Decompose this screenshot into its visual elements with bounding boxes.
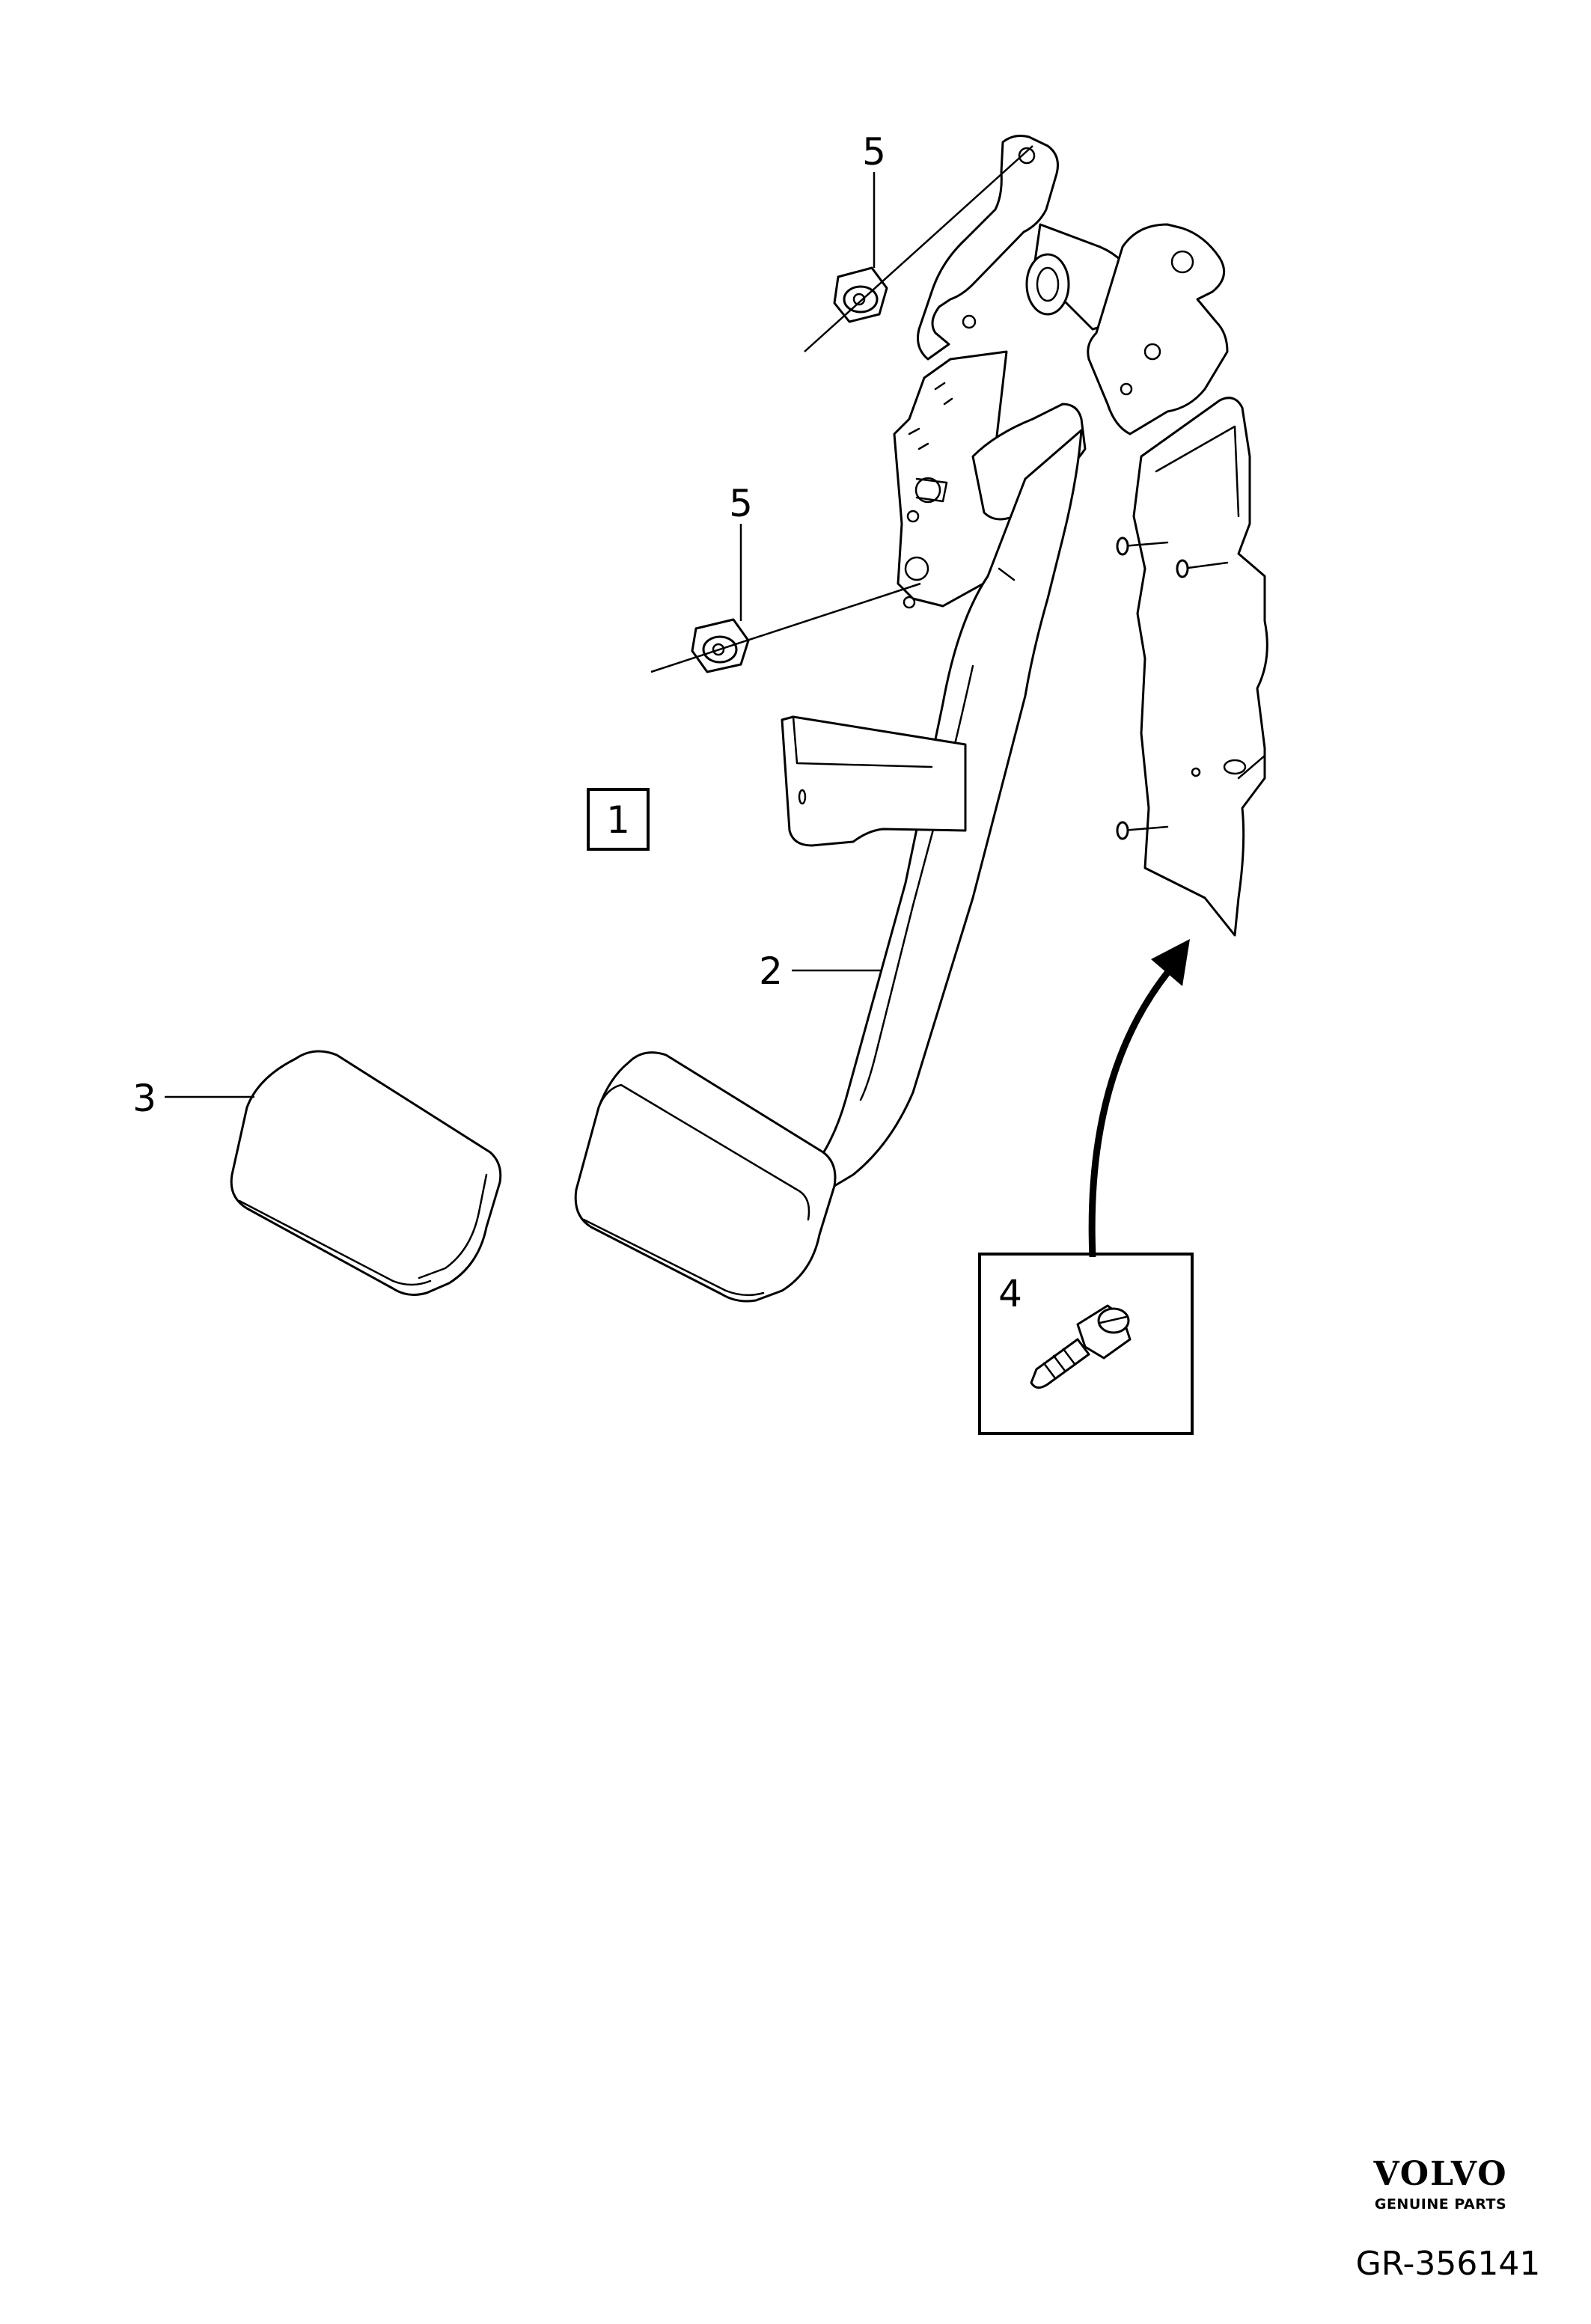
callout-assembly: 1 — [606, 798, 630, 842]
callout-nut-lower: 5 — [729, 482, 753, 525]
callout-pedal-pad: 3 — [132, 1077, 156, 1120]
bolt-detail-box: 4 — [978, 939, 1194, 1435]
reference-number: GR-356141 — [1356, 2245, 1541, 2283]
callout-nut-upper: 5 — [862, 130, 886, 174]
callout-assembly-box — [587, 788, 650, 851]
volvo-logo: VOLVO GENUINE PARTS — [1372, 2155, 1507, 2213]
bolt-icon — [1030, 1304, 1132, 1389]
logo-wordmark: VOLVO — [1372, 2155, 1507, 2193]
leader-nut-lower-axis — [650, 582, 921, 673]
leader-nut-upper-axis — [804, 145, 1033, 352]
arrow-head-icon — [1151, 939, 1190, 986]
bolt-arrow-curve — [1088, 970, 1170, 1258]
nut-lower — [691, 618, 750, 673]
pedal-bracket — [893, 135, 1268, 937]
pedal-arm — [781, 429, 1083, 1199]
pedal-pad-mounted — [574, 1051, 837, 1303]
callout-pedal-arm: 2 — [759, 950, 783, 993]
nut-upper — [833, 266, 888, 323]
logo-tagline: GENUINE PARTS — [1375, 2196, 1506, 2213]
callout-bolt: 4 — [998, 1272, 1022, 1315]
pedal-pad-loose — [230, 1050, 502, 1296]
